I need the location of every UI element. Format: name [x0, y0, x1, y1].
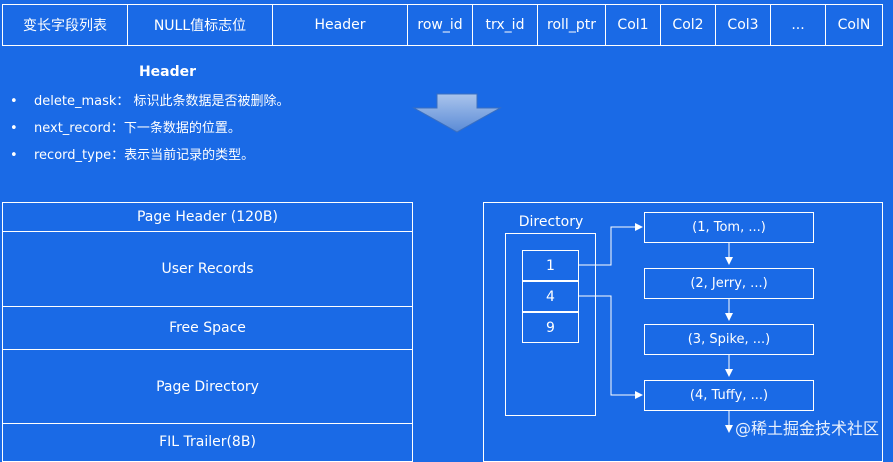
row-cell-varlen-list: 变长字段列表: [3, 5, 128, 45]
fil-trailer-section: FIL Trailer(8B): [159, 433, 256, 450]
row-cell-trx-id: trx_id: [473, 5, 538, 45]
directory-box: [505, 233, 596, 416]
directory-slot: 9: [522, 312, 579, 343]
row-cell-coln: ColN: [837, 17, 871, 33]
header-field-next-record: next_record：下一条数据的位置。: [10, 115, 290, 142]
free-space-section: Free Space: [3, 307, 412, 350]
record-box: (3, Spike, ...): [644, 324, 814, 355]
directory-slot: 1: [522, 250, 579, 281]
page-directory-section: Page Directory: [3, 350, 412, 424]
header-field-delete-mask: delete_mask： 标识此条数据是否被删除。: [10, 88, 290, 115]
row-format-table: 变长字段列表 NULL值标志位 Header row_id trx_id rol…: [2, 4, 883, 46]
down-arrow-icon: [412, 93, 502, 133]
record-box: (4, Tuffy, ...): [644, 380, 814, 411]
header-section-title: Header: [138, 64, 197, 80]
row-cell-roll-ptr: roll_ptr: [538, 5, 606, 45]
page-structure-box: Page Header (120B) User Records Free Spa…: [2, 202, 413, 462]
row-cell-ellipsis: ...: [771, 5, 826, 45]
directory-slot: 4: [522, 281, 579, 312]
directory-label: Directory: [518, 214, 584, 230]
row-cell-null-flags: NULL值标志位: [128, 5, 273, 45]
user-records-section: User Records: [3, 232, 412, 307]
watermark: @稀土掘金技术社区: [734, 419, 879, 438]
row-cell-col1: Col1: [606, 5, 661, 45]
record-box: (1, Tom, ...): [644, 212, 814, 243]
record-box: (2, Jerry, ...): [644, 268, 814, 299]
row-cell-col3: Col3: [716, 5, 771, 45]
header-field-record-type: record_type：表示当前记录的类型。: [10, 142, 290, 169]
row-cell-col2: Col2: [661, 5, 716, 45]
page-header-section: Page Header (120B): [3, 203, 412, 232]
row-cell-row-id: row_id: [408, 5, 473, 45]
header-field-list: delete_mask： 标识此条数据是否被删除。 next_record：下一…: [10, 88, 290, 169]
row-cell-header: Header: [273, 5, 408, 45]
